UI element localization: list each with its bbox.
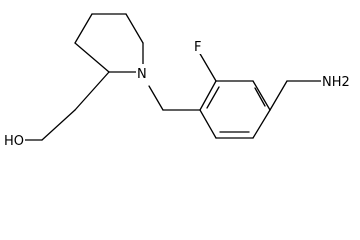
bond-ring-lower-left	[74, 42, 110, 73]
bond-aryl-double-2	[254, 87, 266, 107]
bond-aryl-f	[198, 51, 217, 82]
nitrogen-label: N	[137, 67, 147, 82]
bond-chain-2	[41, 109, 76, 141]
fluorine-label: F	[194, 40, 201, 55]
bond-ring-upper-left	[74, 13, 93, 44]
structure-canvas: N F HO NH2	[4, 13, 350, 149]
bond-aryl-ch2	[269, 80, 288, 111]
bond-n-ch2	[148, 85, 164, 111]
molecule-diagram: N F HO NH2	[4, 13, 350, 149]
bond-aryl-6	[199, 109, 217, 139]
bond-aryl-double-1	[206, 86, 220, 109]
bond-aryl-4	[252, 109, 271, 139]
bond-chain-1	[74, 71, 110, 111]
bond-aryl-3	[252, 80, 271, 111]
bond-aryl-1	[199, 80, 217, 111]
hydroxyl-label: HO	[4, 134, 24, 149]
bond-ring-upper-right	[125, 13, 144, 44]
amine-label: NH2	[322, 75, 350, 90]
